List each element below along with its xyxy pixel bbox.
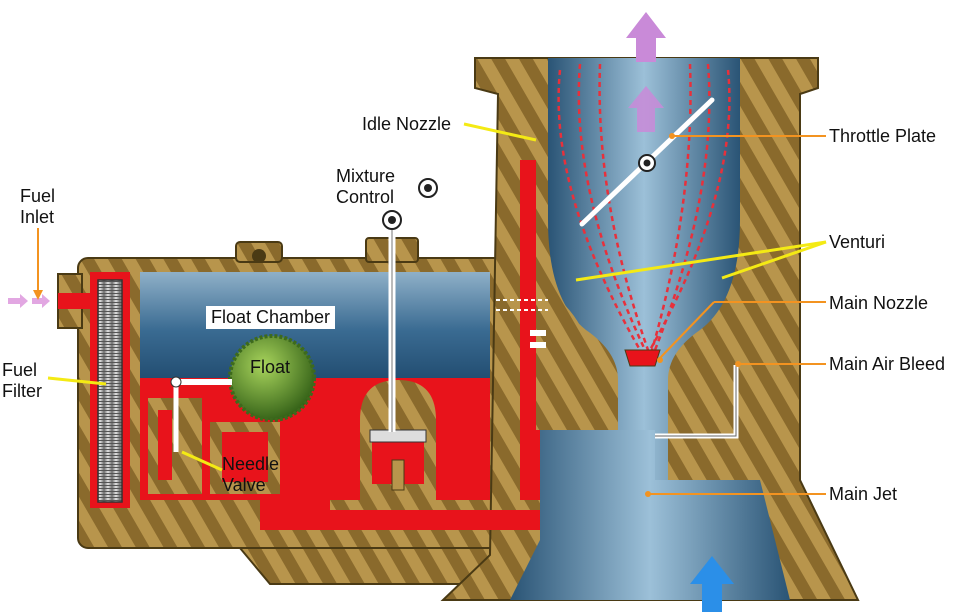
yellow-leaders <box>47 122 827 472</box>
needle-valve-label-line2: Valve <box>222 475 266 495</box>
fuel-inlet-label: Fuel Inlet <box>20 186 55 228</box>
needle-valve-label: Needle Valve <box>222 454 279 496</box>
venturi-label: Venturi <box>829 232 886 252</box>
baffle-left-fuel <box>222 432 268 482</box>
orange-leaders <box>37 135 826 495</box>
main-jet-label: Main Jet <box>829 484 898 504</box>
needle-seat-passage <box>158 410 172 480</box>
arrow-up-icon <box>626 12 666 62</box>
inlet-leader-arrowhead <box>33 290 43 300</box>
fuel-filter-label-line1: Fuel <box>2 360 38 380</box>
mixture-lever-end-dot <box>424 184 432 192</box>
mixture-control-label-line2: Control <box>336 187 395 207</box>
throttle-shaft-dot <box>643 159 651 167</box>
idle-bleed-upper <box>530 330 546 336</box>
fuel-filter-element <box>97 279 123 503</box>
vent-hole <box>252 249 266 263</box>
fuel-filter-label-line2: Filter <box>2 381 42 401</box>
lower-throat <box>510 430 790 600</box>
mixture-lever-pivot-dot <box>388 216 396 224</box>
fuel-inlet-passage <box>58 293 98 309</box>
idle-nozzle-label: Idle Nozzle <box>362 114 452 134</box>
main-air-bleed-edge <box>655 365 737 437</box>
mixture-valve-stem <box>391 459 405 491</box>
venturi-wall-right <box>701 290 740 380</box>
fuel-filter-label: Fuel Filter <box>2 360 42 402</box>
float-ball <box>228 334 316 422</box>
idle-bleed-lower <box>530 342 546 348</box>
fuel-inlet-label-line2: Inlet <box>20 207 55 227</box>
venturi-throat <box>548 58 740 600</box>
main-nozzle-tip <box>624 349 661 367</box>
lower-housing <box>237 547 491 585</box>
fuel-spray-pattern <box>557 63 731 351</box>
leader-dots <box>645 133 741 497</box>
arrow-up-icon <box>628 86 664 132</box>
needle-valve-label-line1: Needle <box>222 454 280 474</box>
main-nozzle-label: Main Nozzle <box>829 293 929 313</box>
mixture-control-label: Mixture Control <box>336 166 395 208</box>
float-chamber-label: Float Chamber <box>206 306 336 329</box>
float-pivot <box>170 376 182 388</box>
float-label: Float <box>250 357 291 377</box>
mixture-valve-disc <box>369 429 427 443</box>
arrow-up-icon <box>690 556 734 612</box>
arrow-right-icon <box>8 294 50 308</box>
fuel-inlet-label-line1: Fuel <box>20 186 56 206</box>
mixture-control-label-line1: Mixture <box>336 166 396 186</box>
main-air-bleed-label: Main Air Bleed <box>829 354 946 374</box>
throttle-plate-label: Throttle Plate <box>829 126 937 146</box>
venturi-wall-left <box>548 290 589 380</box>
